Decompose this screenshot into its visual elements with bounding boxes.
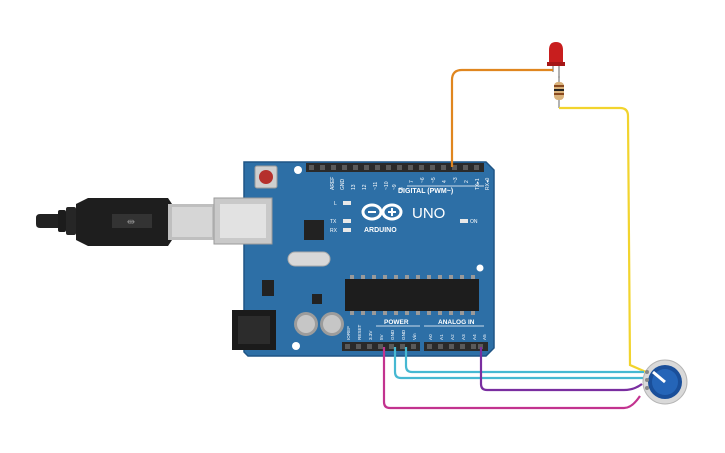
digital-pin-label: ~6 [420,177,426,183]
board-brand: ARDUINO [364,227,397,234]
wire-magenta[interactable] [382,347,641,410]
digital-pin-label: ~3 [453,177,459,183]
power-pin-label: GND [401,329,406,340]
led-l-label: L [334,201,337,207]
capacitor-right [320,312,344,336]
digital-pin-label: ~11 [373,182,379,190]
crystal-oscillator [287,251,331,267]
digital-header[interactable] [306,163,484,172]
digital-pin-label: GND [340,179,346,191]
analog-pin-label: A3 [461,334,466,340]
regulator-chip [262,280,274,296]
capacitor-left [294,312,318,336]
power-pin-label: GND [390,329,395,340]
power-pin-label: Vin [412,333,417,340]
digital-pin-label: ~5 [431,177,437,183]
power-label: POWER [384,319,409,326]
on-label: ON [470,219,478,225]
digital-pin-label: 13 [351,184,357,190]
digital-pin-label: 12 [362,184,368,190]
digital-label: DIGITAL (PWM~) [398,188,453,195]
analog-pin-label: A4 [472,334,477,340]
wire-cyan-2[interactable] [404,347,644,374]
wire-cyan-1[interactable] [393,347,644,380]
led-icon[interactable] [547,42,565,78]
wire-yellow[interactable] [559,106,647,374]
svg-text:⇹: ⇹ [127,217,135,228]
resistor-icon[interactable] [554,76,564,108]
potentiometer-icon[interactable] [642,359,688,405]
power-pin-label: IOREF [346,326,351,340]
digital-pin-label: AREF [330,177,336,190]
analog-pin-label: A0 [428,334,433,340]
digital-pin-label: ~10 [384,181,390,190]
analog-label: ANALOG IN [438,319,475,326]
tx-label: TX [330,219,337,225]
reset-button[interactable] [254,165,278,189]
digital-pin-label: ~9 [392,184,398,190]
digital-pin-label: 7 [409,180,415,183]
power-pin-label: RESET [357,324,362,340]
analog-pin-label: A2 [450,334,455,340]
digital-pin-label: RX◂0 [485,178,491,190]
digital-pin-label: 8 [399,187,405,190]
power-pin-label: 5V [379,333,384,340]
wire-orange[interactable] [450,68,553,167]
atmega-chip [345,279,479,311]
arduino-board[interactable]: AREF GND 13 12 ~11 ~10 ~9 8 7 ~6 ~5 4 ~3… [213,161,495,357]
rx-label: RX [330,228,338,234]
arduino-logo-icon [361,203,403,221]
usb-cable-icon[interactable]: ⇹ [36,198,216,246]
digital-pin-label: TX▸1 [475,178,481,190]
wire-purple[interactable] [479,347,643,392]
digital-pin-label: 2 [464,180,470,183]
digital-pin-label: 4 [442,180,448,183]
board-model: UNO [412,205,445,222]
analog-pin-label: A1 [439,334,444,340]
analog-pin-label: A5 [482,334,487,340]
analog-header[interactable] [424,342,488,351]
usb-chip [304,220,324,240]
power-pin-label: 3.3V [368,330,373,340]
